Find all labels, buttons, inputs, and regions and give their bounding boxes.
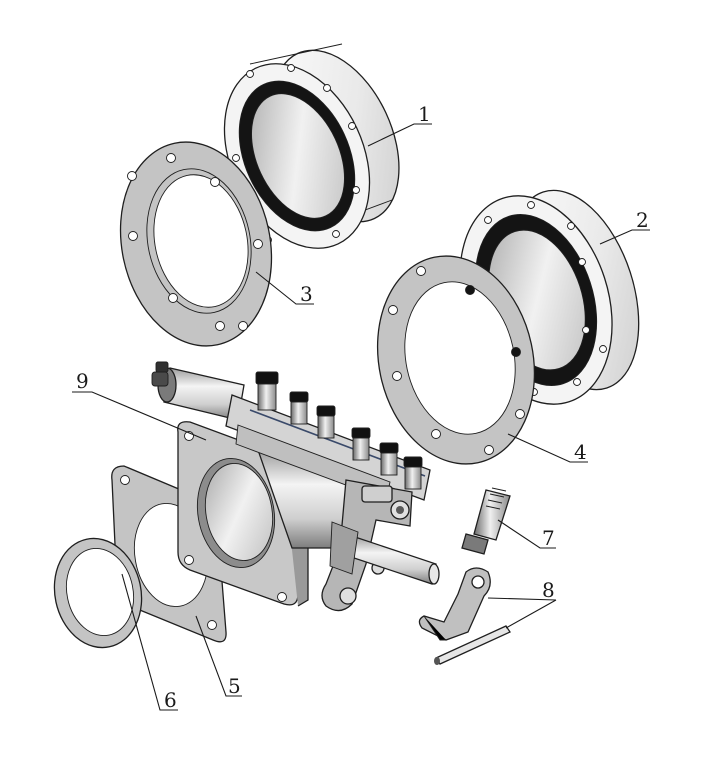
leader-1 <box>367 123 432 147</box>
leader-9 <box>72 391 207 441</box>
housing-assembly-part-9 <box>151 361 440 612</box>
leader-7 <box>497 519 556 549</box>
lever-and-pin-part-8 <box>418 567 511 665</box>
leader-lines <box>72 123 650 711</box>
bolt-part-7 <box>461 487 511 555</box>
callout-2: 2 <box>636 208 649 232</box>
callout-labels: 1 2 3 4 5 6 7 8 9 <box>76 102 649 712</box>
callout-6: 6 <box>164 688 177 712</box>
callout-9: 9 <box>76 369 89 393</box>
leader-4 <box>507 433 588 463</box>
callout-7: 7 <box>542 526 555 550</box>
callout-5: 5 <box>228 674 241 698</box>
callout-8: 8 <box>542 578 555 602</box>
leader-2 <box>599 229 650 245</box>
leader-6 <box>121 573 178 711</box>
callout-1: 1 <box>418 102 431 126</box>
flange-gasket-part-4 <box>376 255 536 465</box>
callout-4: 4 <box>574 440 587 464</box>
top-bolts <box>255 371 423 490</box>
leader-3 <box>255 271 314 305</box>
leader-8b <box>505 599 557 629</box>
callout-3: 3 <box>300 282 313 306</box>
seal-ring-part-1 <box>223 43 400 249</box>
flange-gasket-part-3 <box>119 141 273 347</box>
leader-5 <box>195 615 242 697</box>
leader-8a <box>487 597 557 601</box>
o-ring-part-6 <box>53 537 143 649</box>
